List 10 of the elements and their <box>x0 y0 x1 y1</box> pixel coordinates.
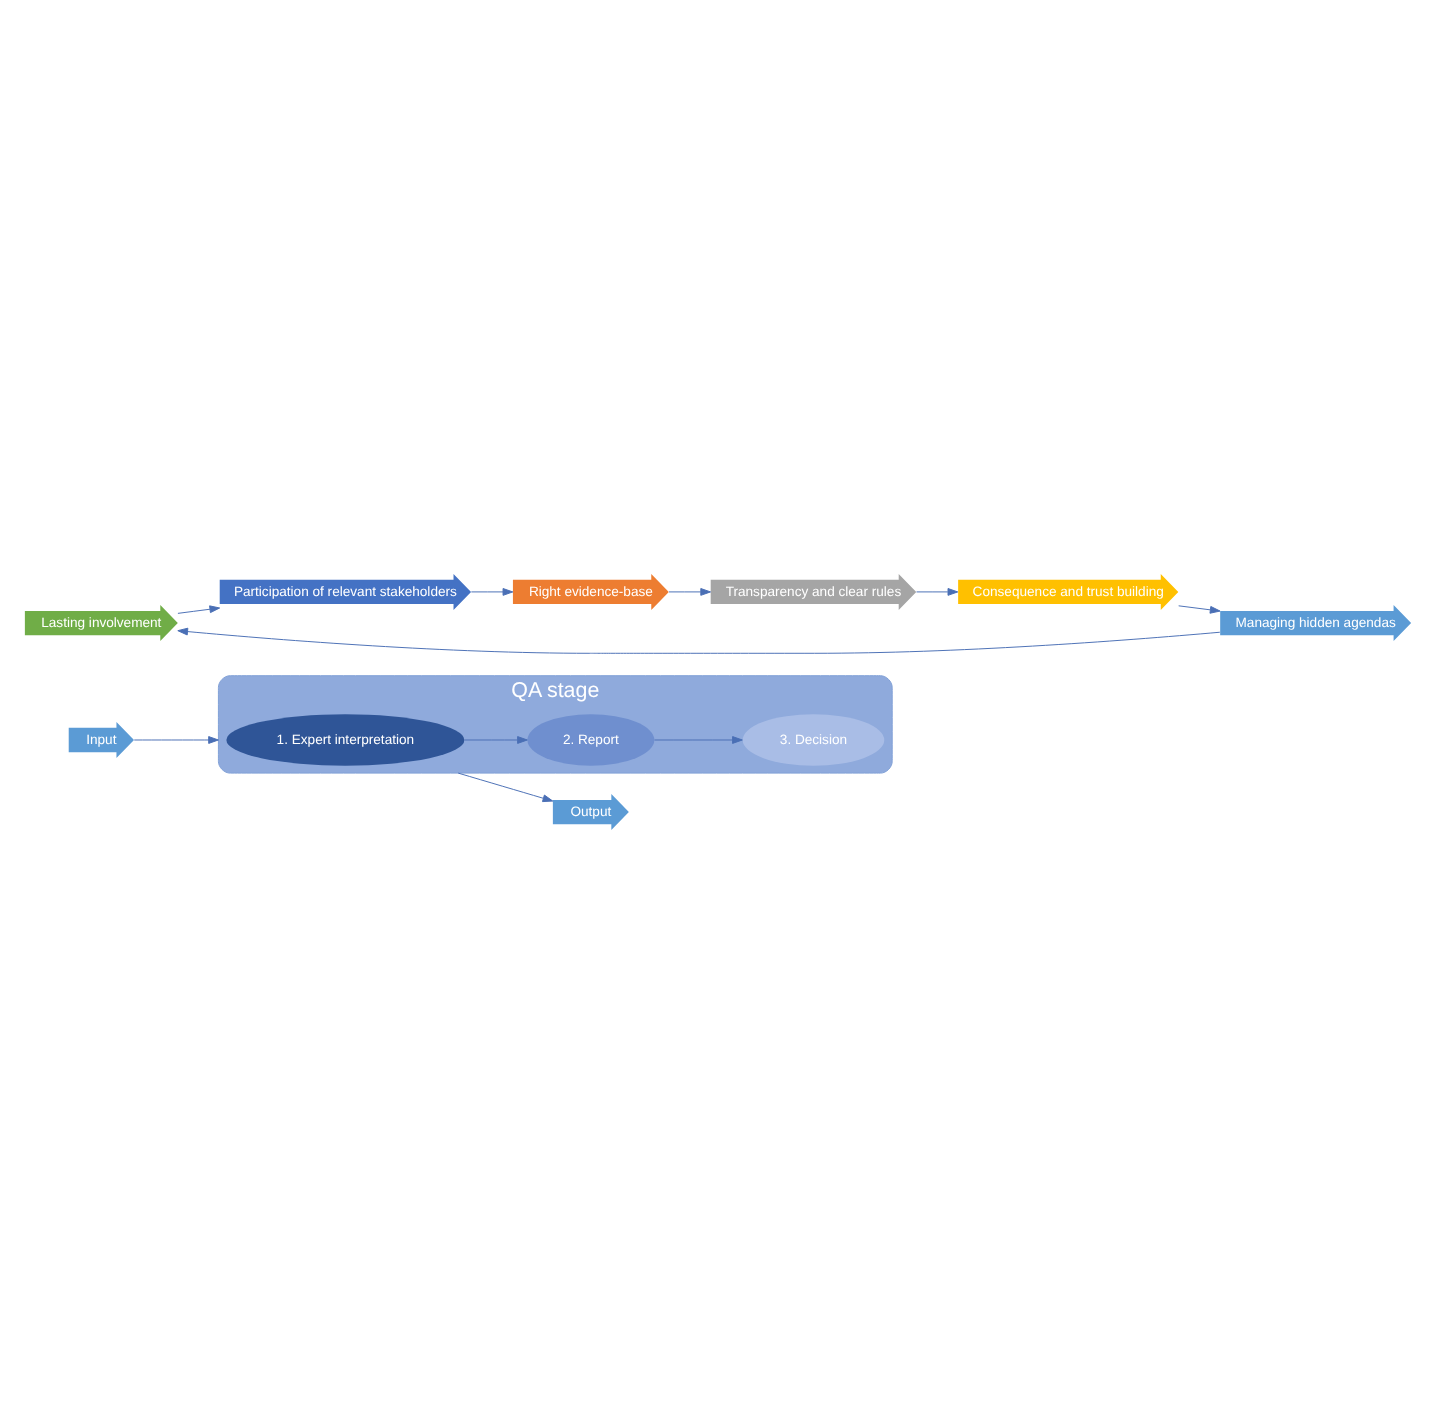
arrow <box>464 736 528 744</box>
arrow <box>470 588 514 596</box>
arrow <box>177 605 221 614</box>
arrow <box>668 588 712 596</box>
arrow <box>457 772 554 803</box>
arrow <box>1178 605 1221 614</box>
arrow <box>133 736 219 744</box>
arrow <box>654 736 743 744</box>
arrow <box>916 588 959 596</box>
arrow <box>177 627 1221 654</box>
